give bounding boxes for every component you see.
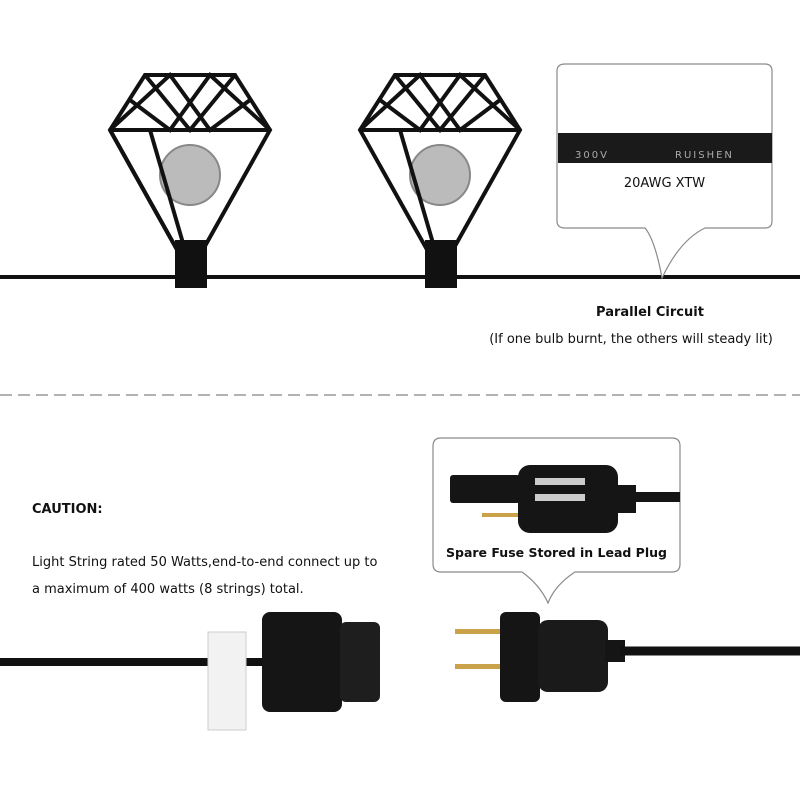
caution-title: CAUTION: <box>32 502 103 517</box>
cable-print-1: 300V <box>575 150 609 161</box>
bulb-cage-1 <box>107 72 273 288</box>
cable-closeup <box>558 133 772 163</box>
male-plug <box>455 612 625 702</box>
circuit-title: Parallel Circuit <box>596 305 704 320</box>
lead-plug-closeup <box>450 465 680 533</box>
cable-gauge-label: 20AWG XTW <box>623 176 706 191</box>
warning-tag <box>207 631 247 731</box>
fuse-callout-label: Spare Fuse Stored in Lead Plug <box>446 545 667 560</box>
caution-line-1: Light String rated 50 Watts,end-to-end c… <box>32 555 378 570</box>
cable-callout-bubble <box>556 63 773 280</box>
bulb-2 <box>409 144 471 206</box>
female-connector <box>262 612 380 712</box>
cable-print-2: RUISHEN <box>675 150 734 161</box>
caution-line-2: a maximum of 400 watts (8 strings) total… <box>32 582 304 597</box>
bulb-1 <box>159 144 221 206</box>
circuit-note: (If one bulb burnt, the others will stea… <box>489 332 773 347</box>
bulb-cage-2 <box>357 72 523 288</box>
